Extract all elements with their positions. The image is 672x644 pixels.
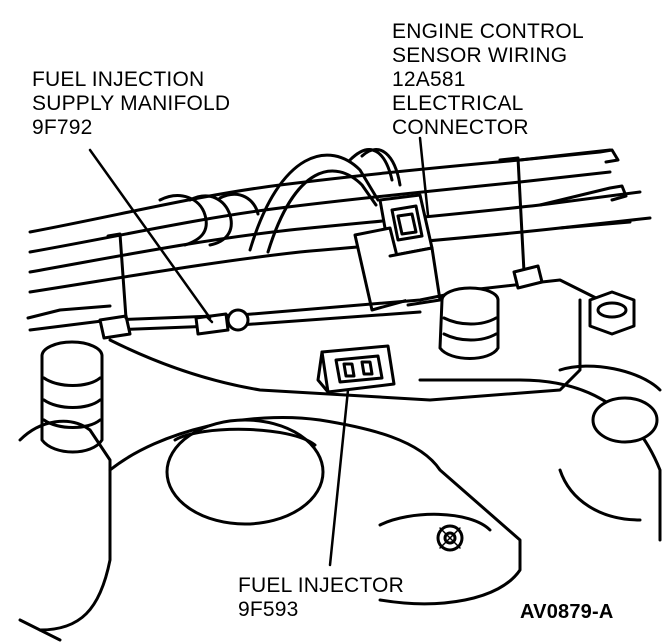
figure-code: AV0879-A [520,601,614,623]
mounting-bolt [588,290,636,336]
pressure-fitting [194,308,250,336]
fuel-injector-callout: FUEL INJECTOR 9F593 [238,574,404,622]
callout-line: 9F593 [238,598,299,621]
callout-line: CONNECTOR [392,116,529,139]
callout-line: SUPPLY MANIFOLD [32,92,231,115]
callout-line: 9F792 [32,116,93,139]
callout-line: FUEL INJECTOR [238,574,404,597]
fuel-rail [26,278,622,402]
leader-lines [88,136,430,567]
sensor-cables [248,148,402,254]
callout-line: FUEL INJECTION [32,68,205,91]
callout-line: ENGINE CONTROL [392,20,584,43]
rail-clips [98,156,544,340]
callout-line: SENSOR WIRING [392,44,568,67]
ecs-wiring-callout: ENGINE CONTROL SENSOR WIRING 12A581 ELEC… [392,20,584,140]
electrical-connector [353,193,442,312]
intake-manifold [18,364,662,642]
fuel-injector-body [316,344,396,394]
callout-line: ELECTRICAL [392,92,524,115]
callout-line: 12A581 [392,68,466,91]
fuel-supply-manifold-callout: FUEL INJECTION SUPPLY MANIFOLD 9F792 [32,68,230,140]
